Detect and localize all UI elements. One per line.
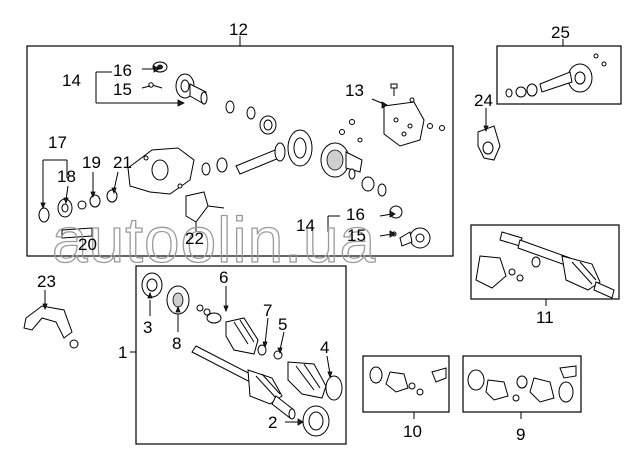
- inner-boot-part: [225, 317, 259, 355]
- callout-24: 24: [474, 91, 493, 110]
- callout-15-upper: 15: [113, 80, 132, 99]
- callout-19: 19: [82, 153, 101, 172]
- callout-13: 13: [345, 81, 364, 100]
- callout-14-lower: 14: [296, 216, 315, 235]
- callout-14-upper: 14: [62, 71, 81, 90]
- boot-kit-10-part: [369, 366, 447, 396]
- callout-11: 11: [536, 308, 554, 327]
- callout-10: 10: [403, 422, 422, 441]
- pinion-gear-part: [235, 129, 313, 175]
- watermark-text: autoolin.ua: [52, 204, 376, 276]
- callout-3: 3: [143, 318, 152, 337]
- group-box-25: [496, 45, 622, 105]
- callout-22: 22: [185, 229, 204, 248]
- bearing-row-upper: [225, 100, 277, 135]
- differential-mount-part: [23, 305, 79, 349]
- callout-23: 23: [37, 272, 56, 291]
- callout-12: 12: [229, 20, 248, 39]
- drive-shaft-assembly-part: [499, 231, 615, 299]
- callout-1: 1: [118, 343, 127, 362]
- callout-7: 7: [263, 301, 272, 320]
- axle-shaft-part: [191, 345, 296, 420]
- differential-cover-part: [383, 101, 425, 147]
- callout-21: 21: [113, 153, 132, 172]
- callout-4: 4: [320, 338, 329, 357]
- callout-5: 5: [278, 315, 287, 334]
- callout-17: 17: [48, 133, 67, 152]
- support-bracket-part: [185, 191, 209, 223]
- group-box-11: [470, 224, 620, 300]
- boot-kit-9-part: [467, 365, 577, 403]
- boot-clamp-part: [206, 312, 222, 324]
- differential-case-part: [320, 142, 363, 178]
- companion-flange-lower-part: [399, 227, 431, 249]
- callout-9: 9: [516, 425, 525, 444]
- callout-6: 6: [219, 268, 228, 287]
- callout-20: 20: [78, 235, 97, 254]
- carrier-housing-part: [127, 147, 195, 195]
- callout-18: 18: [57, 167, 76, 186]
- callout-16-upper: 16: [113, 61, 132, 80]
- group-box-10: [362, 355, 450, 413]
- boot-kit-part: [475, 255, 507, 289]
- companion-flange-part: [175, 73, 208, 105]
- outer-boot-part: [287, 361, 343, 401]
- callout-16-lower: 16: [346, 205, 365, 224]
- propeller-flange-part: [539, 63, 593, 93]
- leader-arrowheads: [40, 65, 489, 426]
- group-box-1: [135, 265, 347, 445]
- callout-2: 2: [268, 413, 277, 432]
- side-gear-shaft-part: [61, 227, 93, 239]
- group-box-9: [462, 355, 582, 413]
- callout-15-lower: 15: [347, 226, 366, 245]
- callout-8: 8: [172, 334, 181, 353]
- callout-25: 25: [551, 23, 570, 42]
